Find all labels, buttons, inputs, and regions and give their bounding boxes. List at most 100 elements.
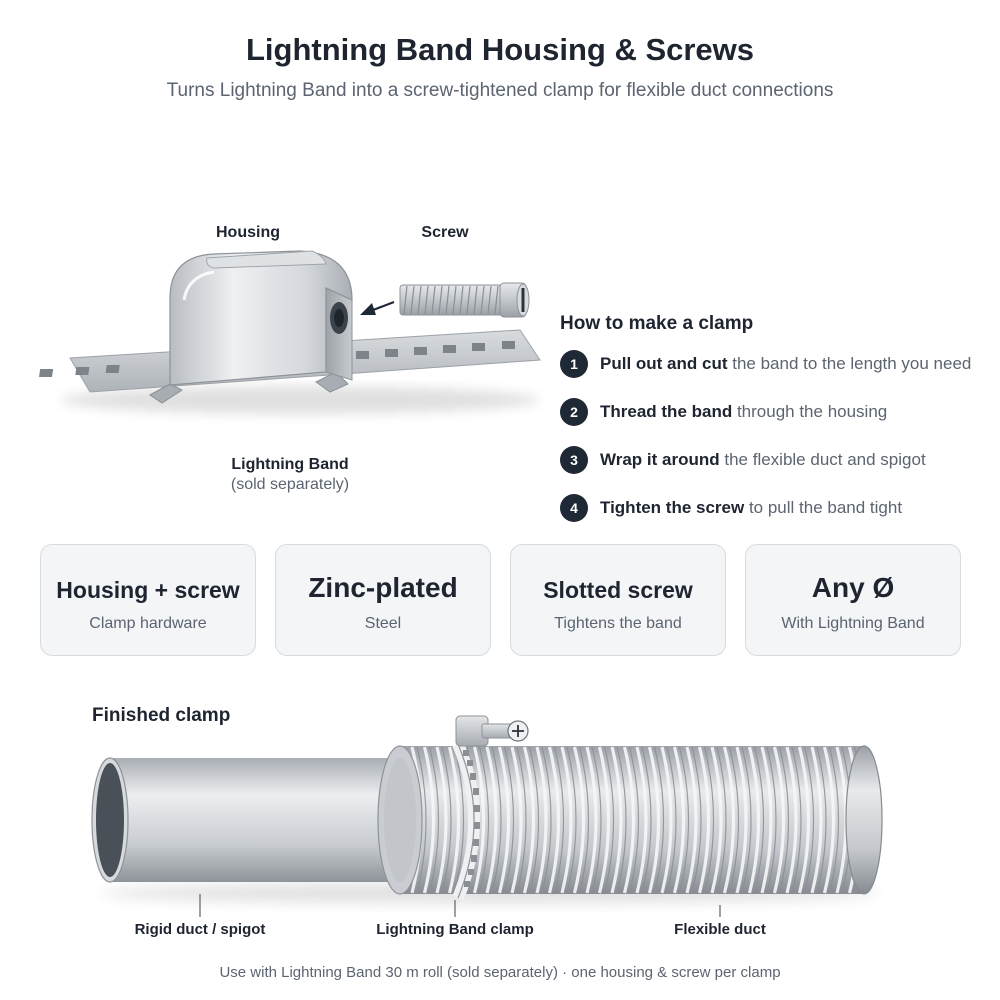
page-title: Lightning Band Housing & Screws <box>245 32 755 67</box>
duct-rib-shadow <box>791 746 802 894</box>
duct-rib-shadow <box>778 746 790 894</box>
duct-rib <box>685 746 698 894</box>
spec-card-diameter: Any Ø With Lightning Band <box>745 544 961 656</box>
spec-caption: With Lightning Band <box>781 615 925 632</box>
step-number: 4 <box>560 494 588 522</box>
screw-label: Screw <box>421 224 469 241</box>
duct-rib-shadow <box>528 746 540 894</box>
duct-rib <box>547 746 561 894</box>
duct-rib <box>810 746 823 894</box>
duct-rib-shadow <box>641 746 652 894</box>
duct-rib <box>510 746 523 894</box>
duct-rib-shadow <box>691 746 702 894</box>
duct-rib <box>772 746 786 894</box>
duct-rib-shadow <box>478 746 490 894</box>
step-number: 1 <box>560 350 588 378</box>
step-number: 2 <box>560 398 588 426</box>
spec-card-screw: Slotted screw Tightens the band <box>510 544 726 656</box>
duct-rib <box>622 746 636 894</box>
spec-value: Any Ø <box>811 572 895 603</box>
duct-rib <box>735 746 748 894</box>
duct-rib <box>635 746 648 894</box>
duct-rib <box>585 746 598 894</box>
spec-value: Housing + screw <box>56 577 240 603</box>
band-clamp <box>452 715 529 901</box>
step-text: Tighten the screw to pull the band tight <box>600 498 902 518</box>
spec-card-hardware: Housing + screw Clamp hardware <box>40 544 256 656</box>
rigid-spigot <box>91 757 408 883</box>
housing-screw-illustration <box>39 250 541 414</box>
duct-rib-shadow <box>703 746 715 894</box>
step-bold: Wrap it around <box>600 450 720 469</box>
duct-rib-shadow <box>716 746 727 894</box>
duct-rib-shadow <box>541 746 552 894</box>
duct-rib <box>660 746 673 894</box>
duct-rib <box>435 746 448 894</box>
step-bold: Tighten the screw <box>600 498 745 517</box>
spec-value: Slotted screw <box>543 577 693 603</box>
duct-rib-shadow <box>741 746 752 894</box>
step-number: 3 <box>560 446 588 474</box>
finished-clamp-title: Finished clamp <box>92 705 231 726</box>
duct-rib-shadow <box>628 746 640 894</box>
step-3: 3 Wrap it around the flexible duct and s… <box>560 446 926 474</box>
duct-rib <box>522 746 536 894</box>
spec-card-material: Zinc-plated Steel <box>275 544 491 656</box>
step-1: 1 Pull out and cut the band to the lengt… <box>560 350 971 378</box>
duct-rib <box>485 746 498 894</box>
duct-rib <box>610 746 623 894</box>
page-subtitle: Turns Lightning Band into a screw-tighte… <box>166 80 834 101</box>
duct-rib <box>760 746 773 894</box>
step-text: Wrap it around the flexible duct and spi… <box>600 450 926 470</box>
duct-rib <box>572 746 586 894</box>
duct-rib <box>672 746 686 894</box>
spec-caption: Clamp hardware <box>89 615 207 632</box>
duct-rib-shadow <box>828 746 840 894</box>
duct-rib-shadow <box>766 746 777 894</box>
howto-title: How to make a clamp <box>560 313 754 334</box>
duct-rib-shadow <box>516 746 527 894</box>
housing-part <box>149 250 353 404</box>
duct-rib-shadow <box>503 746 515 894</box>
duct-rib-shadow <box>566 746 577 894</box>
duct-rib-shadow <box>441 746 452 894</box>
duct-rib-shadow <box>728 746 740 894</box>
duct-rib <box>822 746 836 894</box>
duct-rib <box>472 746 486 894</box>
duct-rib-shadow <box>453 746 465 894</box>
step-rest: through the housing <box>732 402 888 421</box>
duct-rib-shadow <box>816 746 827 894</box>
band-note: (sold separately) <box>230 476 350 493</box>
duct-rib-shadow <box>753 746 765 894</box>
step-rest: to pull the band tight <box>744 498 903 517</box>
step-text: Pull out and cut the band to the length … <box>600 354 971 374</box>
duct-rib <box>422 746 436 894</box>
duct-rib-shadow <box>653 746 665 894</box>
step-text: Thread the band through the housing <box>600 402 887 422</box>
duct-rib-shadow <box>603 746 615 894</box>
step-2: 2 Thread the band through the housing <box>560 398 887 426</box>
step-bold: Pull out and cut <box>600 354 728 373</box>
duct-rib <box>797 746 811 894</box>
duct-rib <box>722 746 736 894</box>
duct-rib-shadow <box>578 746 590 894</box>
duct-rib <box>697 746 711 894</box>
duct-rib-shadow <box>678 746 690 894</box>
duct-rib <box>785 746 798 894</box>
duct-rib <box>535 746 548 894</box>
duct-rib <box>747 746 761 894</box>
spec-caption: Steel <box>364 615 402 632</box>
footer-note: Use with Lightning Band 30 m roll (sold … <box>219 964 781 981</box>
duct-rib <box>560 746 573 894</box>
spec-value: Zinc-plated <box>308 572 458 603</box>
duct-rib-shadow <box>416 746 427 894</box>
insert-arrow-icon <box>360 300 395 315</box>
step-bold: Thread the band <box>600 402 733 421</box>
duct-rib <box>447 746 461 894</box>
band-label: Lightning Band <box>231 456 349 473</box>
duct-rib-shadow <box>553 746 565 894</box>
duct-rib-shadow <box>666 746 677 894</box>
clamp-label: Lightning Band clamp <box>376 921 534 938</box>
leader-lines <box>199 894 721 917</box>
duct-rib-shadow <box>616 746 627 894</box>
